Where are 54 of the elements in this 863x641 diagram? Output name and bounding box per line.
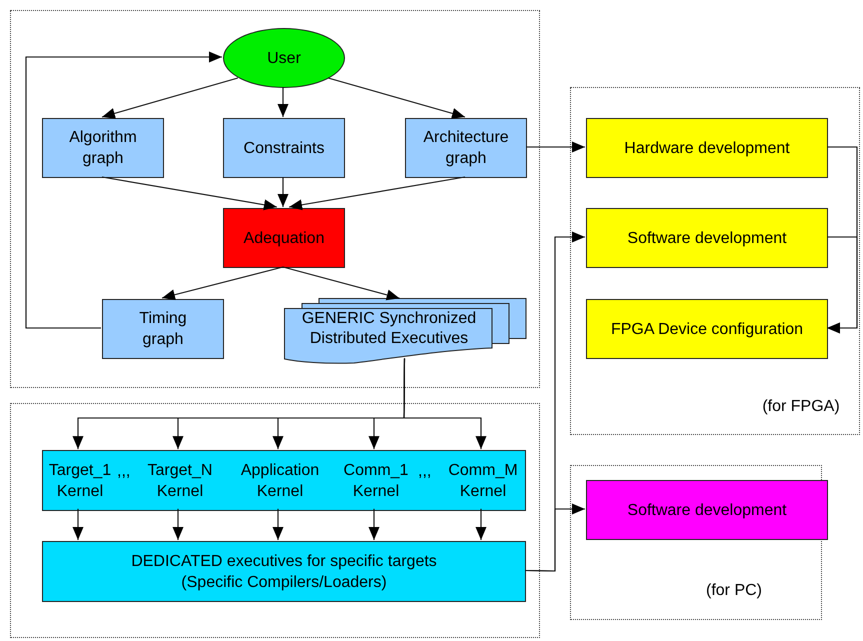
process-box bbox=[405, 118, 527, 178]
process-box bbox=[223, 118, 345, 178]
arrow bbox=[172, 508, 184, 540]
kernel-band bbox=[42, 450, 526, 511]
arrow bbox=[278, 177, 288, 207]
kernel-label: Comm_1 Kernel bbox=[342, 461, 410, 502]
arrow bbox=[282, 266, 400, 300]
box-label: Constraints bbox=[244, 138, 324, 158]
arrow bbox=[72, 508, 84, 540]
process-box bbox=[586, 118, 828, 178]
box-label: Software development bbox=[627, 500, 787, 520]
arrow bbox=[102, 176, 277, 210]
process-box bbox=[42, 118, 164, 178]
arrow bbox=[328, 77, 466, 119]
box-label: Timing graph bbox=[138, 309, 188, 350]
box-label: FPGA Device configuration bbox=[610, 320, 804, 340]
arrow bbox=[272, 508, 284, 540]
dotted-frame bbox=[570, 87, 860, 435]
dotted-frame bbox=[10, 403, 540, 638]
arrow bbox=[525, 504, 585, 572]
arrow bbox=[278, 87, 288, 117]
arrow bbox=[289, 176, 466, 210]
frame-caption: (for FPGA) bbox=[761, 397, 841, 417]
document-stack bbox=[284, 298, 527, 364]
kernel-label: Application Kernel bbox=[240, 461, 320, 502]
box-label: Hardware development bbox=[624, 138, 790, 158]
arrow bbox=[827, 236, 858, 334]
ellipsis-text: ,,, bbox=[418, 462, 432, 482]
ellipsis-text: ,,, bbox=[117, 462, 130, 482]
process-box bbox=[586, 208, 828, 268]
ellipse-label: User bbox=[267, 48, 301, 68]
process-box bbox=[586, 480, 828, 540]
kernel-label: Comm_M Kernel bbox=[447, 461, 519, 502]
box-label: Adequation bbox=[244, 228, 324, 248]
kernel-label: Target_N Kernel bbox=[146, 461, 214, 502]
box-label: DEDICATED executives for specific targets (Specific Compilers/Loaders) bbox=[130, 552, 438, 592]
arrow bbox=[476, 508, 486, 540]
arrow bbox=[25, 52, 222, 329]
frame-caption: (for PC) bbox=[705, 581, 763, 601]
arrow bbox=[403, 358, 486, 450]
arrow bbox=[526, 142, 585, 152]
arrow bbox=[102, 77, 238, 119]
box-label: Algorithm graph bbox=[68, 128, 138, 169]
box-label: Software development bbox=[627, 228, 787, 248]
kernel-label: Target_1 Kernel bbox=[48, 461, 112, 502]
arrow bbox=[368, 508, 380, 540]
process-box bbox=[223, 208, 345, 268]
box-label: Architecture graph bbox=[422, 128, 510, 169]
process-box bbox=[42, 541, 526, 602]
process-box bbox=[586, 299, 828, 359]
arrow bbox=[162, 266, 284, 300]
dotted-frame bbox=[10, 10, 540, 388]
document-label: GENERIC Synchronized Distributed Executives bbox=[300, 309, 478, 349]
process-box bbox=[102, 299, 224, 359]
